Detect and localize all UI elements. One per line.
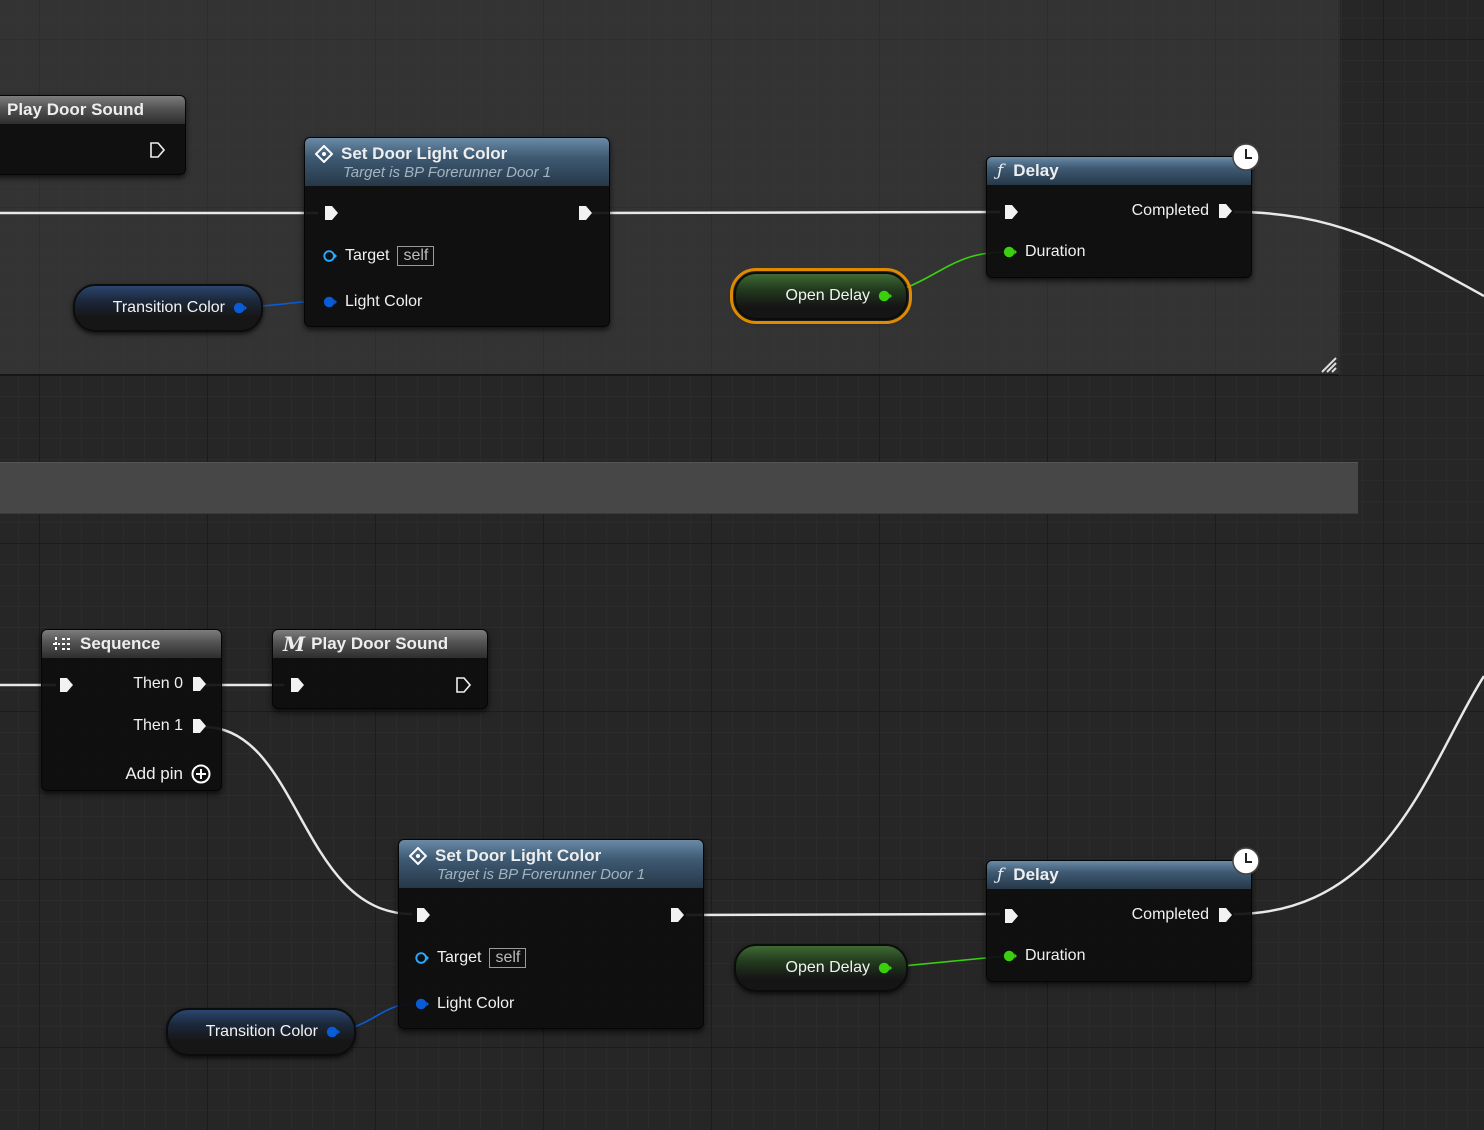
object-pin-icon[interactable] [323,249,337,263]
then0-pin-row[interactable]: Then 0 [133,675,207,693]
node-header[interactable]: ƒ Delay [987,157,1251,185]
object-pin-icon[interactable] [415,951,429,965]
exec-in-pin-icon[interactable] [1003,908,1019,924]
exec-out-pin-icon[interactable] [191,676,207,692]
set-door-light-color-node[interactable]: Set Door Light Color Target is BP Foreru… [398,839,704,1029]
duration-pin-row[interactable]: Duration [1003,947,1085,965]
duration-label: Duration [1025,243,1086,260]
float-pin-icon[interactable] [878,961,892,975]
open-delay-variable-node[interactable]: Open Delay [730,268,912,324]
float-pin-icon[interactable] [1003,949,1017,963]
float-pin-icon[interactable] [1003,245,1017,259]
node-header[interactable]: Set Door Light Color Target is BP Foreru… [399,840,703,888]
light-color-pin-row[interactable]: Light Color [323,293,422,311]
exec-wire [203,725,413,916]
variable-label: Transition Color [205,1023,318,1040]
target-label: Target [437,949,482,966]
target-value-field[interactable]: self [397,246,435,266]
variable-label: Open Delay [785,959,871,976]
function-icon: ƒ [997,865,1004,885]
then1-label: Then 1 [133,717,183,734]
node-subtitle: Target is BP Forerunner Door 1 [437,865,646,883]
light-color-pin-row[interactable]: Light Color [415,995,514,1013]
node-title: Play Door Sound [311,634,449,653]
play-door-sound-node[interactable]: M Play Door Sound [272,629,488,709]
sequence-icon [53,637,72,651]
macro-icon: M [283,632,306,656]
node-title: Set Door Light Color [341,143,508,163]
variable-label: Transition Color [112,299,225,316]
node-title: Delay [1013,865,1059,884]
exec-in-pin-icon[interactable] [415,907,431,923]
transition-color-variable-node[interactable]: Transition Color [73,284,263,332]
function-icon: ƒ [997,161,1004,181]
open-delay-variable-node[interactable]: Open Delay [734,944,908,992]
node-header[interactable]: Play Door Sound [0,96,185,124]
node-header[interactable]: Set Door Light Color Target is BP Foreru… [305,138,609,186]
node-title: Play Door Sound [7,100,144,119]
exec-in-pin-icon[interactable] [323,205,339,221]
comment-resize-icon[interactable] [1318,354,1338,374]
struct-pin-icon[interactable] [415,997,429,1011]
exec-in-pin-icon[interactable] [289,677,305,693]
then1-pin-row[interactable]: Then 1 [133,717,207,735]
node-title: Delay [1013,161,1059,180]
exec-wire [1233,210,1484,298]
target-pin-row[interactable]: Target self [323,246,435,266]
exec-out-pin-icon[interactable] [1217,203,1233,219]
node-subtitle: Target is BP Forerunner Door 1 [343,163,552,181]
variable-label: Open Delay [785,287,871,304]
exec-out-pin-icon[interactable] [577,205,593,221]
exec-out-pin-icon[interactable] [455,677,471,693]
exec-in-pin-icon[interactable] [1003,204,1019,220]
completed-label: Completed [1131,202,1209,219]
completed-label: Completed [1131,906,1209,923]
struct-pin-icon[interactable] [323,295,337,309]
struct-pin-icon[interactable] [233,301,247,315]
set-door-light-color-node[interactable]: Set Door Light Color Target is BP Foreru… [304,137,610,327]
node-title: Set Door Light Color [435,845,602,865]
sequence-node[interactable]: Sequence Then 0 Then 1 Add pin [41,629,222,791]
transition-color-variable-node[interactable]: Transition Color [166,1008,356,1056]
exec-wire [1233,675,1484,916]
node-header[interactable]: Sequence [42,630,221,658]
exec-out-pin-icon[interactable] [149,142,165,158]
exec-wire [591,210,1001,215]
function-diamond-icon [315,144,333,163]
target-pin-row[interactable]: Target self [415,948,527,968]
exec-wire [685,912,1001,917]
delay-node[interactable]: ƒ Delay Completed Duration [986,156,1252,278]
play-door-sound-node[interactable]: Play Door Sound [0,95,186,175]
completed-pin-row[interactable]: Completed [1132,906,1233,924]
light-color-label: Light Color [437,995,515,1012]
then0-label: Then 0 [133,675,183,692]
function-diamond-icon [409,846,427,865]
exec-out-pin-icon[interactable] [191,718,207,734]
exec-in-pin-icon[interactable] [58,677,74,693]
duration-pin-row[interactable]: Duration [1003,243,1085,261]
node-header[interactable]: M Play Door Sound [273,630,487,658]
clock-icon [1232,847,1260,875]
delay-node[interactable]: ƒ Delay Completed Duration [986,860,1252,982]
add-pin-icon[interactable] [191,764,211,784]
node-header[interactable]: ƒ Delay [987,861,1251,889]
struct-pin-icon[interactable] [326,1025,340,1039]
clock-icon [1232,143,1260,171]
add-pin-button[interactable]: Add pin [125,764,211,784]
comment-box-bottom-header[interactable] [0,462,1358,514]
exec-out-pin-icon[interactable] [1217,907,1233,923]
float-pin-icon[interactable] [878,289,892,303]
completed-pin-row[interactable]: Completed [1132,202,1233,220]
add-pin-label: Add pin [125,764,183,783]
target-value-field[interactable]: self [489,948,527,968]
target-label: Target [345,247,390,264]
light-color-label: Light Color [345,293,423,310]
exec-out-pin-icon[interactable] [669,907,685,923]
node-title: Sequence [80,634,161,653]
duration-label: Duration [1025,947,1086,964]
